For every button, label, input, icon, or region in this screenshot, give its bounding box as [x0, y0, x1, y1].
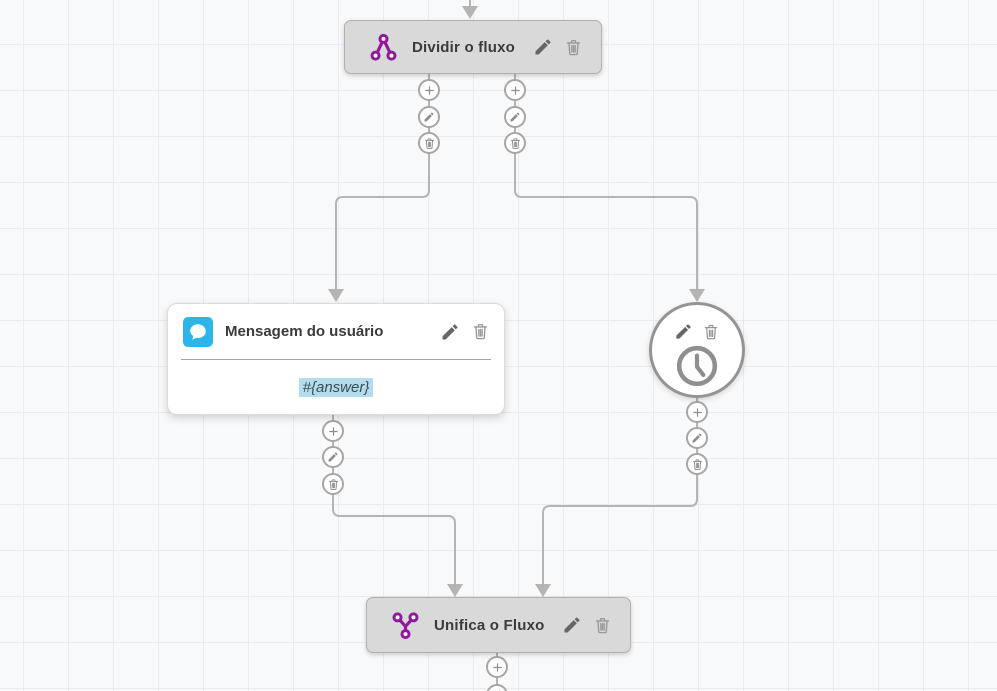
bubble-glyph: [187, 321, 209, 343]
node-title: Unifica o Fluxo: [434, 616, 545, 634]
clock-icon: [674, 343, 720, 389]
node-actions: [533, 37, 583, 57]
delete-branch-button[interactable]: [418, 132, 440, 154]
merge-flow-icon: [391, 611, 420, 640]
delete-node-icon[interactable]: [702, 323, 720, 341]
edit-node-icon[interactable]: [533, 37, 553, 57]
arrowhead-into-merge-right: [535, 584, 551, 597]
wire-split-to-message: [335, 74, 430, 289]
node-merge-flow[interactable]: Unifica o Fluxo: [366, 597, 631, 653]
arrowhead-into-message: [328, 289, 344, 302]
plus-icon: [491, 661, 504, 674]
node-actions: [674, 322, 720, 341]
trash-icon: [509, 137, 522, 150]
pencil-icon: [423, 111, 435, 123]
split-flow-icon: [369, 33, 398, 62]
delete-node-icon[interactable]: [564, 38, 583, 57]
arrowhead-into-timer: [689, 289, 705, 302]
node-actions: [562, 615, 612, 635]
edit-branch-button[interactable]: [504, 106, 526, 128]
message-variable[interactable]: #{answer}: [298, 377, 374, 397]
plus-icon: [327, 425, 340, 438]
pencil-icon: [327, 451, 339, 463]
plus-icon: [423, 84, 436, 97]
edit-branch-button[interactable]: [322, 446, 344, 468]
node-timer[interactable]: [649, 302, 745, 398]
node-title: Dividir o fluxo: [412, 38, 516, 56]
trash-icon: [691, 458, 704, 471]
edit-branch-button[interactable]: [686, 427, 708, 449]
delete-branch-button[interactable]: [322, 473, 344, 495]
node-split-flow[interactable]: Dividir o fluxo: [344, 20, 602, 74]
trash-icon: [423, 137, 436, 150]
pencil-icon: [691, 432, 703, 444]
chat-bubble-icon: [183, 316, 213, 347]
plus-icon: [691, 406, 704, 419]
card-header: Mensagem do usuário: [168, 304, 504, 359]
wire-split-to-timer: [514, 74, 698, 289]
edit-branch-button[interactable]: [418, 106, 440, 128]
card-body: #{answer}: [168, 360, 504, 414]
edit-node-icon[interactable]: [562, 615, 582, 635]
wire-timer-to-merge: [542, 397, 698, 585]
edit-node-icon[interactable]: [440, 322, 460, 342]
edit-node-icon[interactable]: [674, 322, 693, 341]
arrowhead-into-merge-left: [447, 584, 463, 597]
add-node-button[interactable]: [418, 79, 440, 101]
delete-node-icon[interactable]: [471, 322, 490, 341]
add-node-button[interactable]: [686, 401, 708, 423]
delete-branch-button[interactable]: [686, 453, 708, 475]
arrowhead-into-split: [462, 6, 478, 19]
node-actions: [440, 322, 490, 342]
card-divider: [181, 359, 491, 360]
add-node-button[interactable]: [322, 420, 344, 442]
delete-branch-button[interactable]: [504, 132, 526, 154]
pencil-icon: [509, 111, 521, 123]
delete-node-icon[interactable]: [593, 616, 612, 635]
trash-icon: [327, 478, 340, 491]
plus-icon: [509, 84, 522, 97]
node-user-message[interactable]: Mensagem do usuário #{answer}: [167, 303, 505, 415]
add-node-button[interactable]: [504, 79, 526, 101]
add-node-button[interactable]: [486, 656, 508, 678]
wire-message-to-merge: [332, 415, 456, 585]
node-title: Mensagem do usuário: [225, 323, 384, 340]
